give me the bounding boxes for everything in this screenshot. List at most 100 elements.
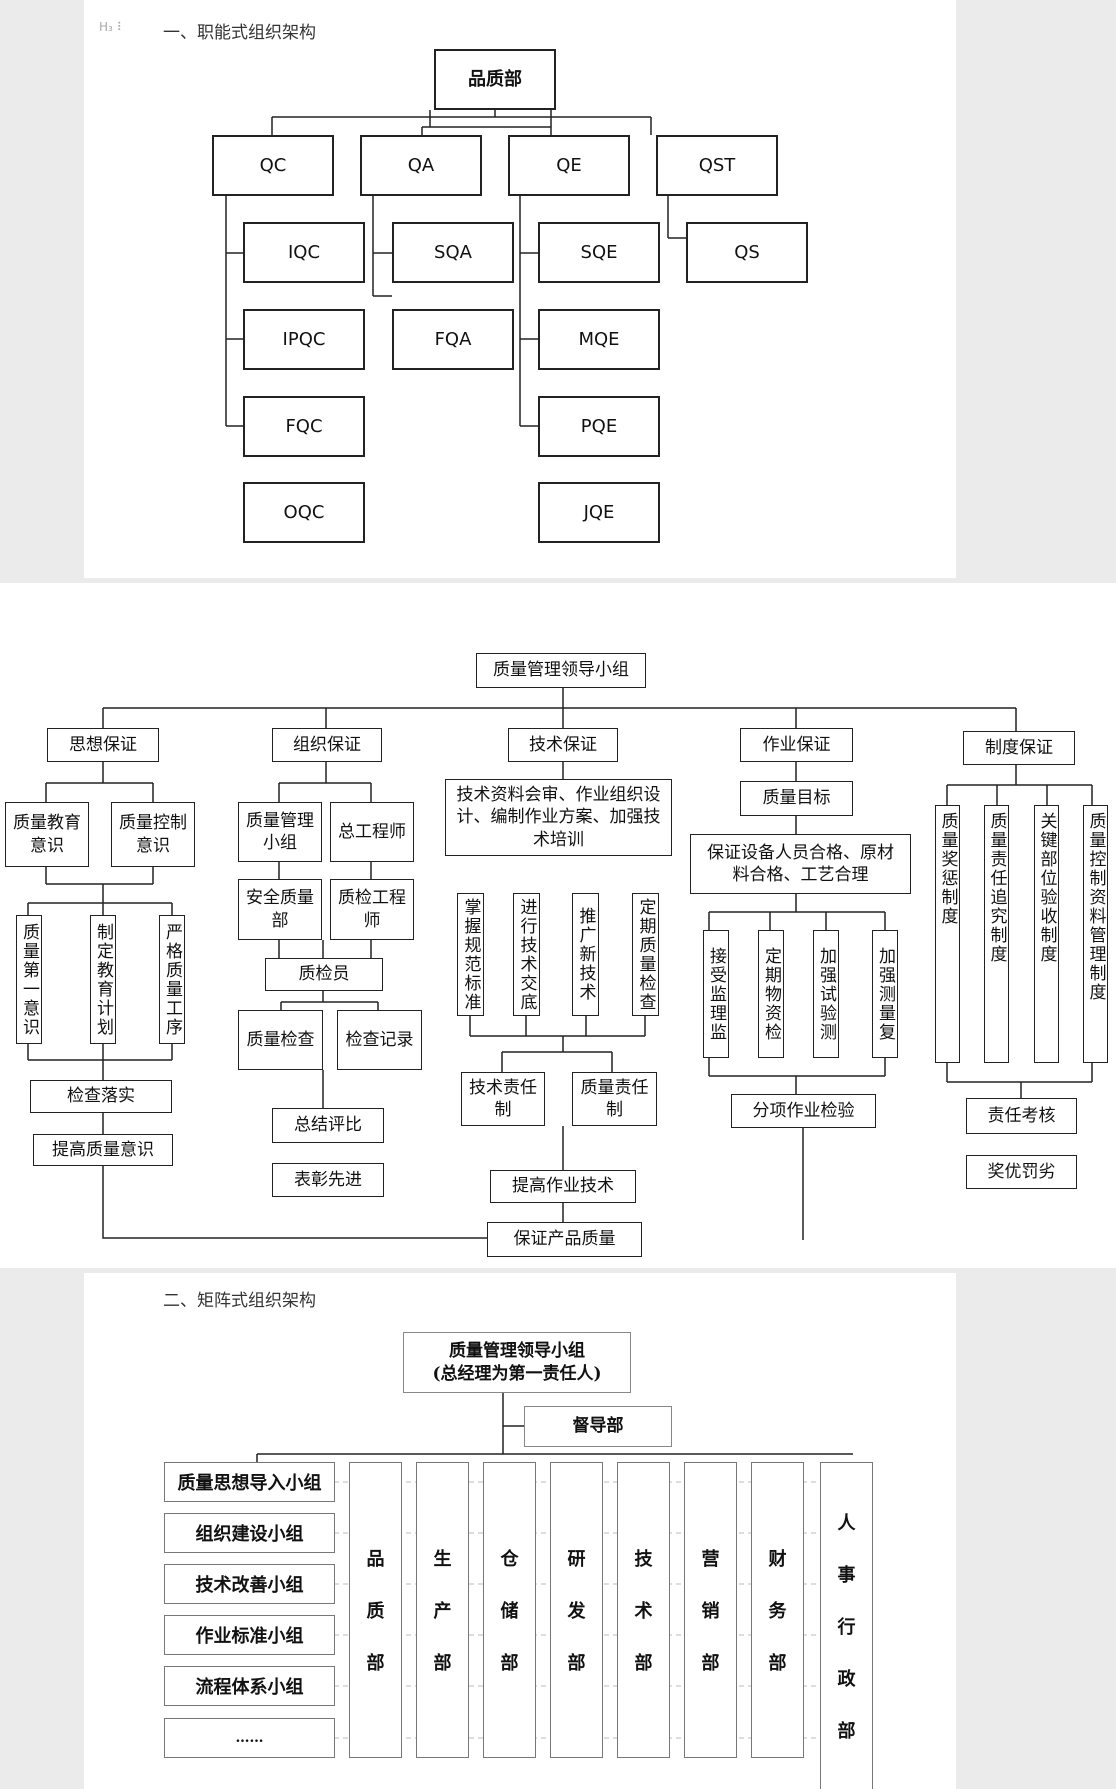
- iqc-box: IQC: [243, 222, 365, 283]
- dept-warehouse-char-0: 仓: [500, 1549, 519, 1570]
- quality-inspection-box: 质量检查: [238, 1010, 323, 1070]
- dept-marketing-char-0: 营: [701, 1549, 720, 1570]
- dept-finance-char-0: 财: [768, 1549, 787, 1570]
- qs-box: QS: [686, 222, 808, 283]
- matrix-group-1: 组织建设小组: [164, 1513, 335, 1553]
- dept-warehouse-char-2: 部: [500, 1653, 519, 1674]
- dept-rnd-char-0: 研: [567, 1549, 586, 1570]
- dept-production-column: 生 产 部: [416, 1462, 469, 1758]
- section1-heading: 一、职能式组织架构: [163, 23, 316, 43]
- dept-warehouse-char-1: 储: [500, 1601, 519, 1622]
- chief-engineer-box: 总工程师: [330, 802, 414, 862]
- dept-production-char-0: 生: [433, 1549, 452, 1570]
- dept-finance-char-1: 务: [768, 1601, 787, 1622]
- system-assurance-box: 制度保证: [963, 731, 1075, 765]
- dept-production-char-1: 产: [433, 1601, 452, 1622]
- inspector-box: 质检员: [265, 958, 383, 991]
- technology-desc-box: 技术资料会审、作业组织设计、编制作业方案、加强技术培训: [445, 779, 672, 856]
- matrix-group-0: 质量思想导入小组: [164, 1462, 335, 1502]
- dept-finance-column: 财 务 部: [751, 1462, 804, 1758]
- strict-process-box: 严格质量工序: [159, 915, 185, 1044]
- quality-responsibility-box: 质量责任制: [572, 1072, 657, 1126]
- heading-style-marker[interactable]: H₃ ⠇: [99, 20, 126, 34]
- matrix-group-3: 作业标准小组: [164, 1615, 335, 1655]
- tech-briefing-box: 进行技术交底: [513, 893, 540, 1016]
- dept-technology-char-1: 术: [634, 1601, 653, 1622]
- oqc-box: OQC: [243, 482, 365, 543]
- dept-quality-char-2: 部: [366, 1653, 385, 1674]
- dept-hr-admin-char-4: 部: [837, 1721, 856, 1742]
- quality-dept-box: 品质部: [434, 49, 556, 110]
- inspect-implement-box: 检查落实: [30, 1080, 172, 1113]
- dept-hr-admin-char-3: 政: [837, 1669, 856, 1690]
- mqe-box: MQE: [538, 309, 660, 370]
- pqe-box: PQE: [538, 396, 660, 457]
- accept-supervision-box: 接受监理监: [703, 930, 729, 1058]
- quality-control-box: 质量控制意识: [111, 802, 195, 867]
- material-inspection-box: 定期物资检: [758, 930, 784, 1058]
- dept-rnd-column: 研 发 部: [550, 1462, 603, 1758]
- strengthen-testing-box: 加强试验测: [813, 930, 839, 1058]
- qe-box: QE: [508, 135, 630, 196]
- dept-hr-admin-char-0: 人: [837, 1513, 856, 1534]
- dept-marketing-char-2: 部: [701, 1653, 720, 1674]
- strengthen-measurement-box: 加强测量复: [872, 930, 898, 1058]
- reward-punishment-rule-box: 质量奖惩制度: [935, 805, 960, 1063]
- safety-quality-dept-box: 安全质量部: [238, 879, 322, 940]
- fqc-box: FQC: [243, 396, 365, 457]
- dept-technology-char-0: 技: [634, 1549, 653, 1570]
- qc-box: QC: [212, 135, 334, 196]
- operation-desc-box: 保证设备人员合格、原材料合格、工艺合理: [690, 834, 911, 894]
- education-plan-box: 制定教育计划: [90, 915, 116, 1044]
- key-acceptance-rule-box: 关键部位验收制度: [1034, 805, 1059, 1063]
- commend-advanced-box: 表彰先进: [272, 1163, 384, 1197]
- section3-heading: 二、矩阵式组织架构: [163, 1291, 316, 1311]
- quality-first-box: 质量第一意识: [16, 915, 42, 1044]
- dept-production-char-2: 部: [433, 1653, 452, 1674]
- sqe-box: SQE: [538, 222, 660, 283]
- organization-assurance-box: 组织保证: [272, 728, 382, 762]
- summary-review-box: 总结评比: [272, 1108, 384, 1143]
- dept-finance-char-2: 部: [768, 1653, 787, 1674]
- dept-quality-char-1: 质: [366, 1601, 385, 1622]
- qa-box: QA: [360, 135, 482, 196]
- thought-assurance-box: 思想保证: [47, 728, 159, 762]
- sub-item-inspection-box: 分项作业检验: [731, 1094, 876, 1128]
- dept-marketing-column: 营 销 部: [684, 1462, 737, 1758]
- quality-education-box: 质量教育意识: [5, 802, 89, 867]
- new-tech-box: 推广新技术: [572, 893, 599, 1016]
- dept-rnd-char-1: 发: [567, 1601, 586, 1622]
- accountability-rule-box: 质量责任追究制度: [984, 805, 1009, 1063]
- matrix-leadership-subtitle: (总经理为第一责任人): [432, 1363, 602, 1384]
- qc-data-management-rule-box: 质量控制资料管理制度: [1083, 805, 1108, 1063]
- supervision-dept-box: 督导部: [524, 1406, 672, 1447]
- dept-technology-column: 技 术 部: [617, 1462, 670, 1758]
- matrix-group-4: 流程体系小组: [164, 1666, 335, 1706]
- tech-responsibility-box: 技术责任制: [461, 1072, 545, 1126]
- ensure-quality-box: 保证产品质量: [487, 1222, 642, 1257]
- raise-awareness-box: 提高质量意识: [33, 1134, 173, 1166]
- matrix-group-2: 技术改善小组: [164, 1564, 335, 1604]
- qm-team-box: 质量管理小组: [238, 802, 322, 862]
- leadership-group-box: 质量管理领导小组: [476, 653, 646, 688]
- responsibility-assessment-box: 责任考核: [966, 1098, 1077, 1134]
- dept-hr-admin-char-2: 行: [837, 1617, 856, 1638]
- qc-engineer-box: 质检工程师: [330, 879, 414, 940]
- quality-target-box: 质量目标: [740, 781, 853, 816]
- dept-quality-column: 品 质 部: [349, 1462, 402, 1758]
- matrix-group-5: ……: [164, 1718, 335, 1758]
- matrix-leadership-title: 质量管理领导小组: [449, 1341, 585, 1362]
- operation-assurance-box: 作业保证: [740, 728, 853, 762]
- dept-quality-char-0: 品: [366, 1549, 385, 1570]
- dept-warehouse-column: 仓 储 部: [483, 1462, 536, 1758]
- ipqc-box: IPQC: [243, 309, 365, 370]
- reward-excellent-box: 奖优罚劣: [966, 1155, 1077, 1189]
- master-standards-box: 掌握规范标准: [457, 893, 484, 1016]
- periodic-check-box: 定期质量检查: [632, 893, 659, 1016]
- technology-assurance-box: 技术保证: [508, 728, 618, 762]
- qst-box: QST: [656, 135, 778, 196]
- dept-technology-char-2: 部: [634, 1653, 653, 1674]
- jqe-box: JQE: [538, 482, 660, 543]
- sqa-box: SQA: [392, 222, 514, 283]
- inspection-record-box: 检查记录: [337, 1010, 422, 1070]
